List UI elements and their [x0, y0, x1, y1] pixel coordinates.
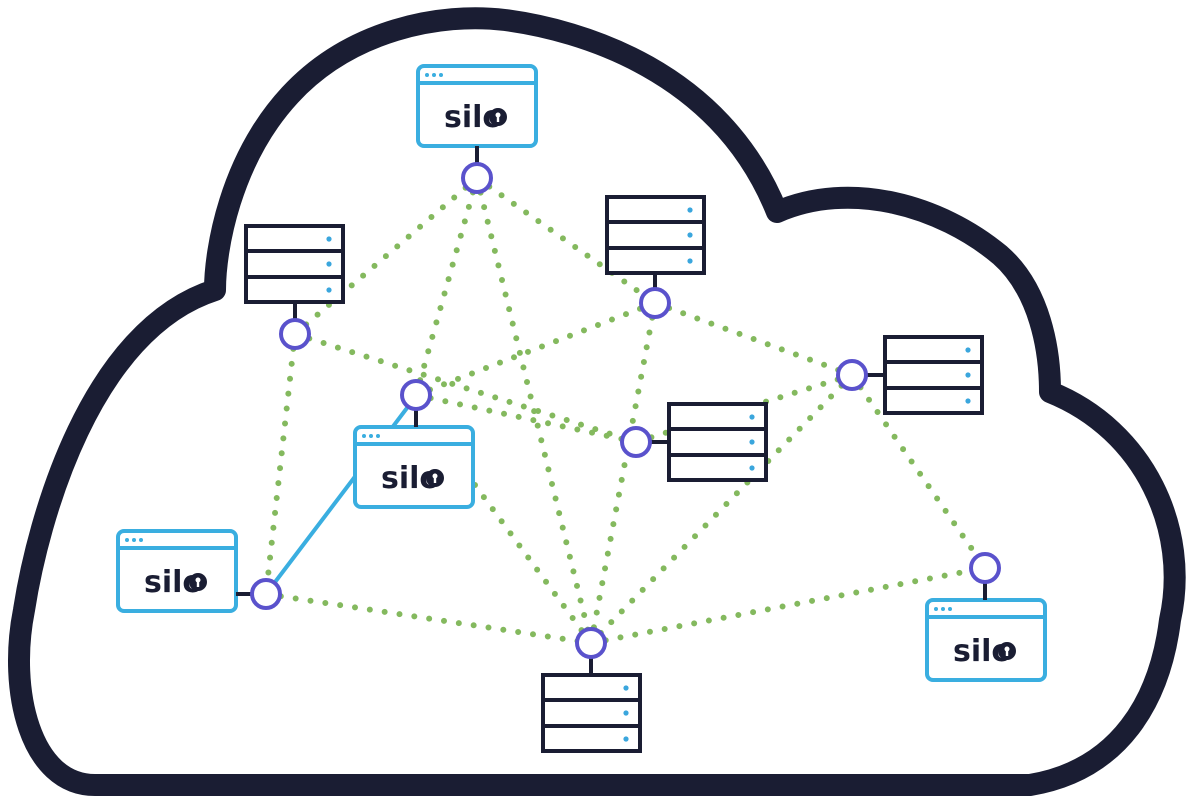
server-rack-icon: [605, 195, 706, 275]
mesh-link: [474, 175, 658, 306]
silo-window-top: silo: [416, 64, 538, 148]
mesh-link: [413, 175, 480, 398]
mesh-link: [413, 300, 658, 398]
network-node: [836, 359, 868, 391]
mesh-link: [263, 331, 298, 597]
network-node: [279, 318, 311, 350]
cloud-outline: [8, 7, 1186, 796]
silo-window-center: silo: [353, 425, 475, 509]
keyhole-lock-icon: [489, 108, 507, 126]
mesh-link: [849, 372, 988, 571]
keyhole-lock-icon: [998, 642, 1016, 660]
network-node: [620, 426, 652, 458]
mesh-link: [263, 591, 594, 646]
mesh-link: [292, 175, 480, 337]
mesh-link: [588, 372, 855, 646]
keyhole-lock-icon: [426, 469, 444, 487]
network-node: [250, 578, 282, 610]
server-rack-icon: [541, 673, 642, 753]
server-rack-icon: [244, 224, 345, 304]
keyhole-lock-icon: [189, 573, 207, 591]
server-rack-icon: [667, 402, 768, 482]
silo-window-left: silo: [116, 529, 238, 613]
network-node: [461, 162, 493, 194]
silo-window-right: silo: [925, 598, 1047, 682]
mesh-link: [472, 482, 594, 646]
mesh-link: [588, 300, 658, 646]
mesh-link: [474, 175, 594, 646]
server-rack-icon: [883, 335, 984, 415]
network-node: [639, 287, 671, 319]
network-node: [575, 627, 607, 659]
network-node: [400, 379, 432, 411]
mesh-link: [292, 331, 639, 445]
mesh-link: [652, 300, 855, 378]
network-node: [969, 552, 1001, 584]
mesh-links: [263, 175, 988, 646]
